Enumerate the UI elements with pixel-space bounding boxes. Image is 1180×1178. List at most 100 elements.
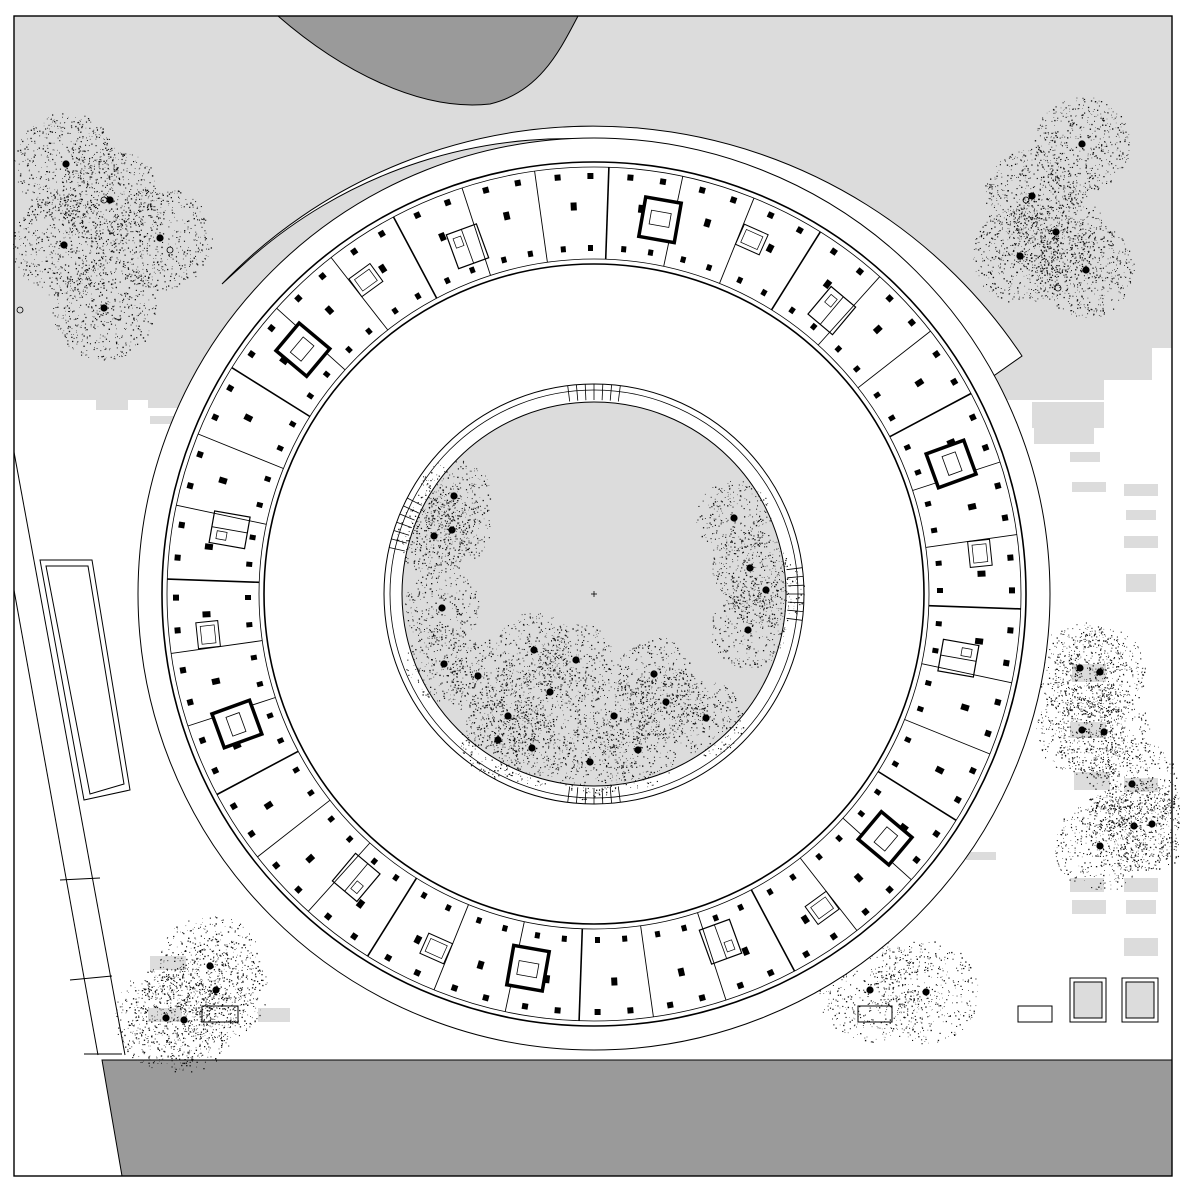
stipple-dot (100, 338, 101, 339)
stipple-dot (171, 222, 172, 223)
stipple-dot (111, 308, 112, 309)
stipple-dot (1114, 237, 1115, 238)
stipple-dot (1112, 270, 1113, 271)
stipple-dot (1083, 105, 1084, 106)
stipple-dot (202, 251, 203, 252)
stipple-dot (1061, 258, 1062, 259)
stipple-dot (62, 134, 63, 135)
stipple-dot (106, 297, 107, 298)
stipple-dot (1104, 130, 1105, 131)
stipple-dot (116, 169, 117, 170)
stipple-dot (49, 295, 50, 296)
stipple-dot (75, 234, 76, 235)
stipple-dot (1068, 105, 1069, 106)
stipple-dot (1028, 229, 1029, 230)
stipple-dot (107, 333, 108, 334)
stipple-dot (981, 267, 982, 268)
stipple-dot (1072, 126, 1073, 127)
stipple-dot (157, 212, 158, 213)
stipple-dot (69, 346, 70, 347)
stipple-dot (1027, 232, 1028, 233)
stipple-dot (976, 238, 977, 239)
stipple-dot (1117, 258, 1118, 259)
stipple-dot (1091, 170, 1092, 171)
stipple-dot (136, 277, 137, 278)
stipple-dot (150, 287, 151, 288)
stipple-dot (976, 271, 977, 272)
stipple-dot (1084, 219, 1085, 220)
stipple-dot (1101, 144, 1102, 145)
stipple-dot (162, 224, 163, 225)
stipple-dot (1046, 187, 1047, 188)
stipple-dot (52, 114, 53, 115)
stipple-dot (1106, 159, 1107, 160)
stipple-dot (1043, 246, 1044, 247)
stipple-dot (148, 335, 149, 336)
stipple-dot (57, 211, 58, 212)
stipple-dot (71, 252, 72, 253)
stipple-dot (59, 245, 60, 246)
stipple-dot (83, 215, 84, 216)
stipple-dot (1094, 227, 1095, 228)
stipple-dot (121, 295, 122, 296)
stipple-dot (151, 200, 152, 201)
stipple-dot (1032, 267, 1033, 268)
stipple-dot (154, 206, 155, 207)
stipple-dot (53, 195, 54, 196)
stipple-dot (99, 167, 100, 168)
stipple-dot (112, 182, 113, 183)
stipple-dot (1001, 288, 1002, 289)
stipple-dot (107, 164, 108, 165)
stipple-dot (1026, 243, 1027, 244)
stipple-dot (37, 282, 38, 283)
stipple-dot (1028, 185, 1029, 186)
stipple-dot (66, 196, 67, 197)
stipple-dot (1009, 229, 1010, 230)
stipple-dot (84, 116, 85, 117)
stipple-dot (1068, 170, 1069, 171)
stipple-dot (97, 243, 98, 244)
stipple-dot (143, 321, 144, 322)
stipple-dot (42, 239, 43, 240)
stipple-dot (1068, 116, 1069, 117)
stipple-dot (35, 231, 36, 232)
stipple-dot (39, 250, 40, 251)
stipple-dot (1032, 222, 1033, 223)
stipple-dot (1062, 137, 1063, 138)
stipple-dot (1110, 174, 1111, 175)
stipple-dot (99, 296, 100, 297)
stipple-dot (1062, 215, 1063, 216)
stipple-dot (100, 335, 101, 336)
stipple-dot (117, 354, 118, 355)
stipple-dot (29, 223, 30, 224)
stipple-dot (123, 184, 124, 185)
stipple-dot (48, 178, 49, 179)
stipple-dot (1111, 115, 1112, 116)
stipple-dot (1029, 295, 1030, 296)
stipple-dot (121, 172, 122, 173)
stipple-dot (1085, 232, 1086, 233)
stipple-dot (90, 200, 91, 201)
stipple-dot (1126, 137, 1127, 138)
stipple-dot (1031, 257, 1032, 258)
stipple-dot (1051, 277, 1052, 278)
stipple-dot (1054, 236, 1055, 237)
stipple-dot (1082, 233, 1083, 234)
stipple-dot (175, 280, 176, 281)
stipple-dot (15, 235, 16, 236)
stipple-dot (1085, 244, 1086, 245)
stipple-dot (141, 224, 142, 225)
stipple-dot (120, 306, 121, 307)
stipple-dot (81, 352, 82, 353)
stipple-dot (195, 276, 196, 277)
stipple-dot (132, 270, 133, 271)
stipple-dot (53, 207, 54, 208)
stipple-dot (36, 199, 37, 200)
stipple-dot (68, 214, 69, 215)
stipple-dot (196, 234, 197, 235)
stipple-dot (1076, 296, 1077, 297)
stipple-dot (995, 249, 996, 250)
stipple-dot (1071, 198, 1072, 199)
stipple-dot (145, 188, 146, 189)
stipple-dot (127, 231, 128, 232)
